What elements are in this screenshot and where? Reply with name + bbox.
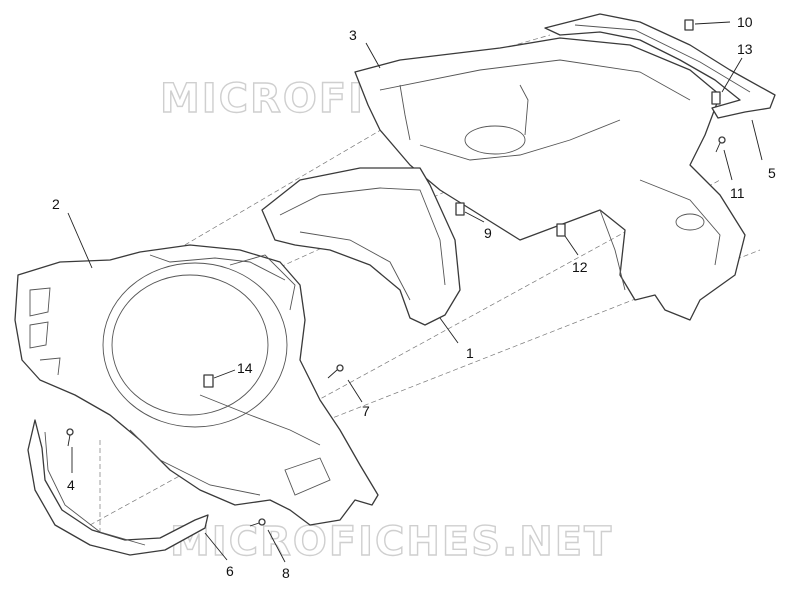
callout-13: 13: [737, 41, 753, 57]
callout-12: 12: [572, 259, 588, 275]
callout-6: 6: [226, 563, 234, 579]
callout-5: 5: [768, 165, 776, 181]
callout-11: 11: [730, 185, 745, 201]
clip-13: [711, 91, 721, 105]
callout-8: 8: [282, 565, 290, 581]
rear-handlebar-cover: [354, 37, 746, 321]
callout-1: 1: [466, 345, 474, 361]
callout-4: 4: [67, 477, 75, 493]
leader-lines: [67, 21, 763, 563]
callout-7: 7: [362, 403, 370, 419]
screw-7: [327, 364, 344, 379]
callout-14: 14: [237, 360, 253, 376]
fasteners: [66, 19, 726, 527]
watermark-bottom: MICROFICHES.NET: [170, 519, 613, 565]
screw-8: [249, 518, 266, 527]
clip-9: [455, 202, 465, 216]
front-lower-trim: [27, 419, 209, 556]
center-cover: [261, 167, 461, 326]
clip-12: [556, 223, 566, 237]
callout-9: 9: [484, 225, 492, 241]
callout-10: 10: [737, 14, 753, 30]
front-handlebar-cover: [14, 244, 379, 526]
clip-14: [203, 374, 214, 388]
callouts: 1 2 3 4 5 6 7 8 9 10 11 12 13 14: [52, 14, 776, 581]
screw-11: [715, 136, 726, 153]
rear-trim-strip: [544, 13, 776, 119]
screw-4: [66, 428, 74, 447]
clip-10: [684, 19, 694, 31]
callout-2: 2: [52, 196, 60, 212]
callout-3: 3: [349, 27, 357, 43]
